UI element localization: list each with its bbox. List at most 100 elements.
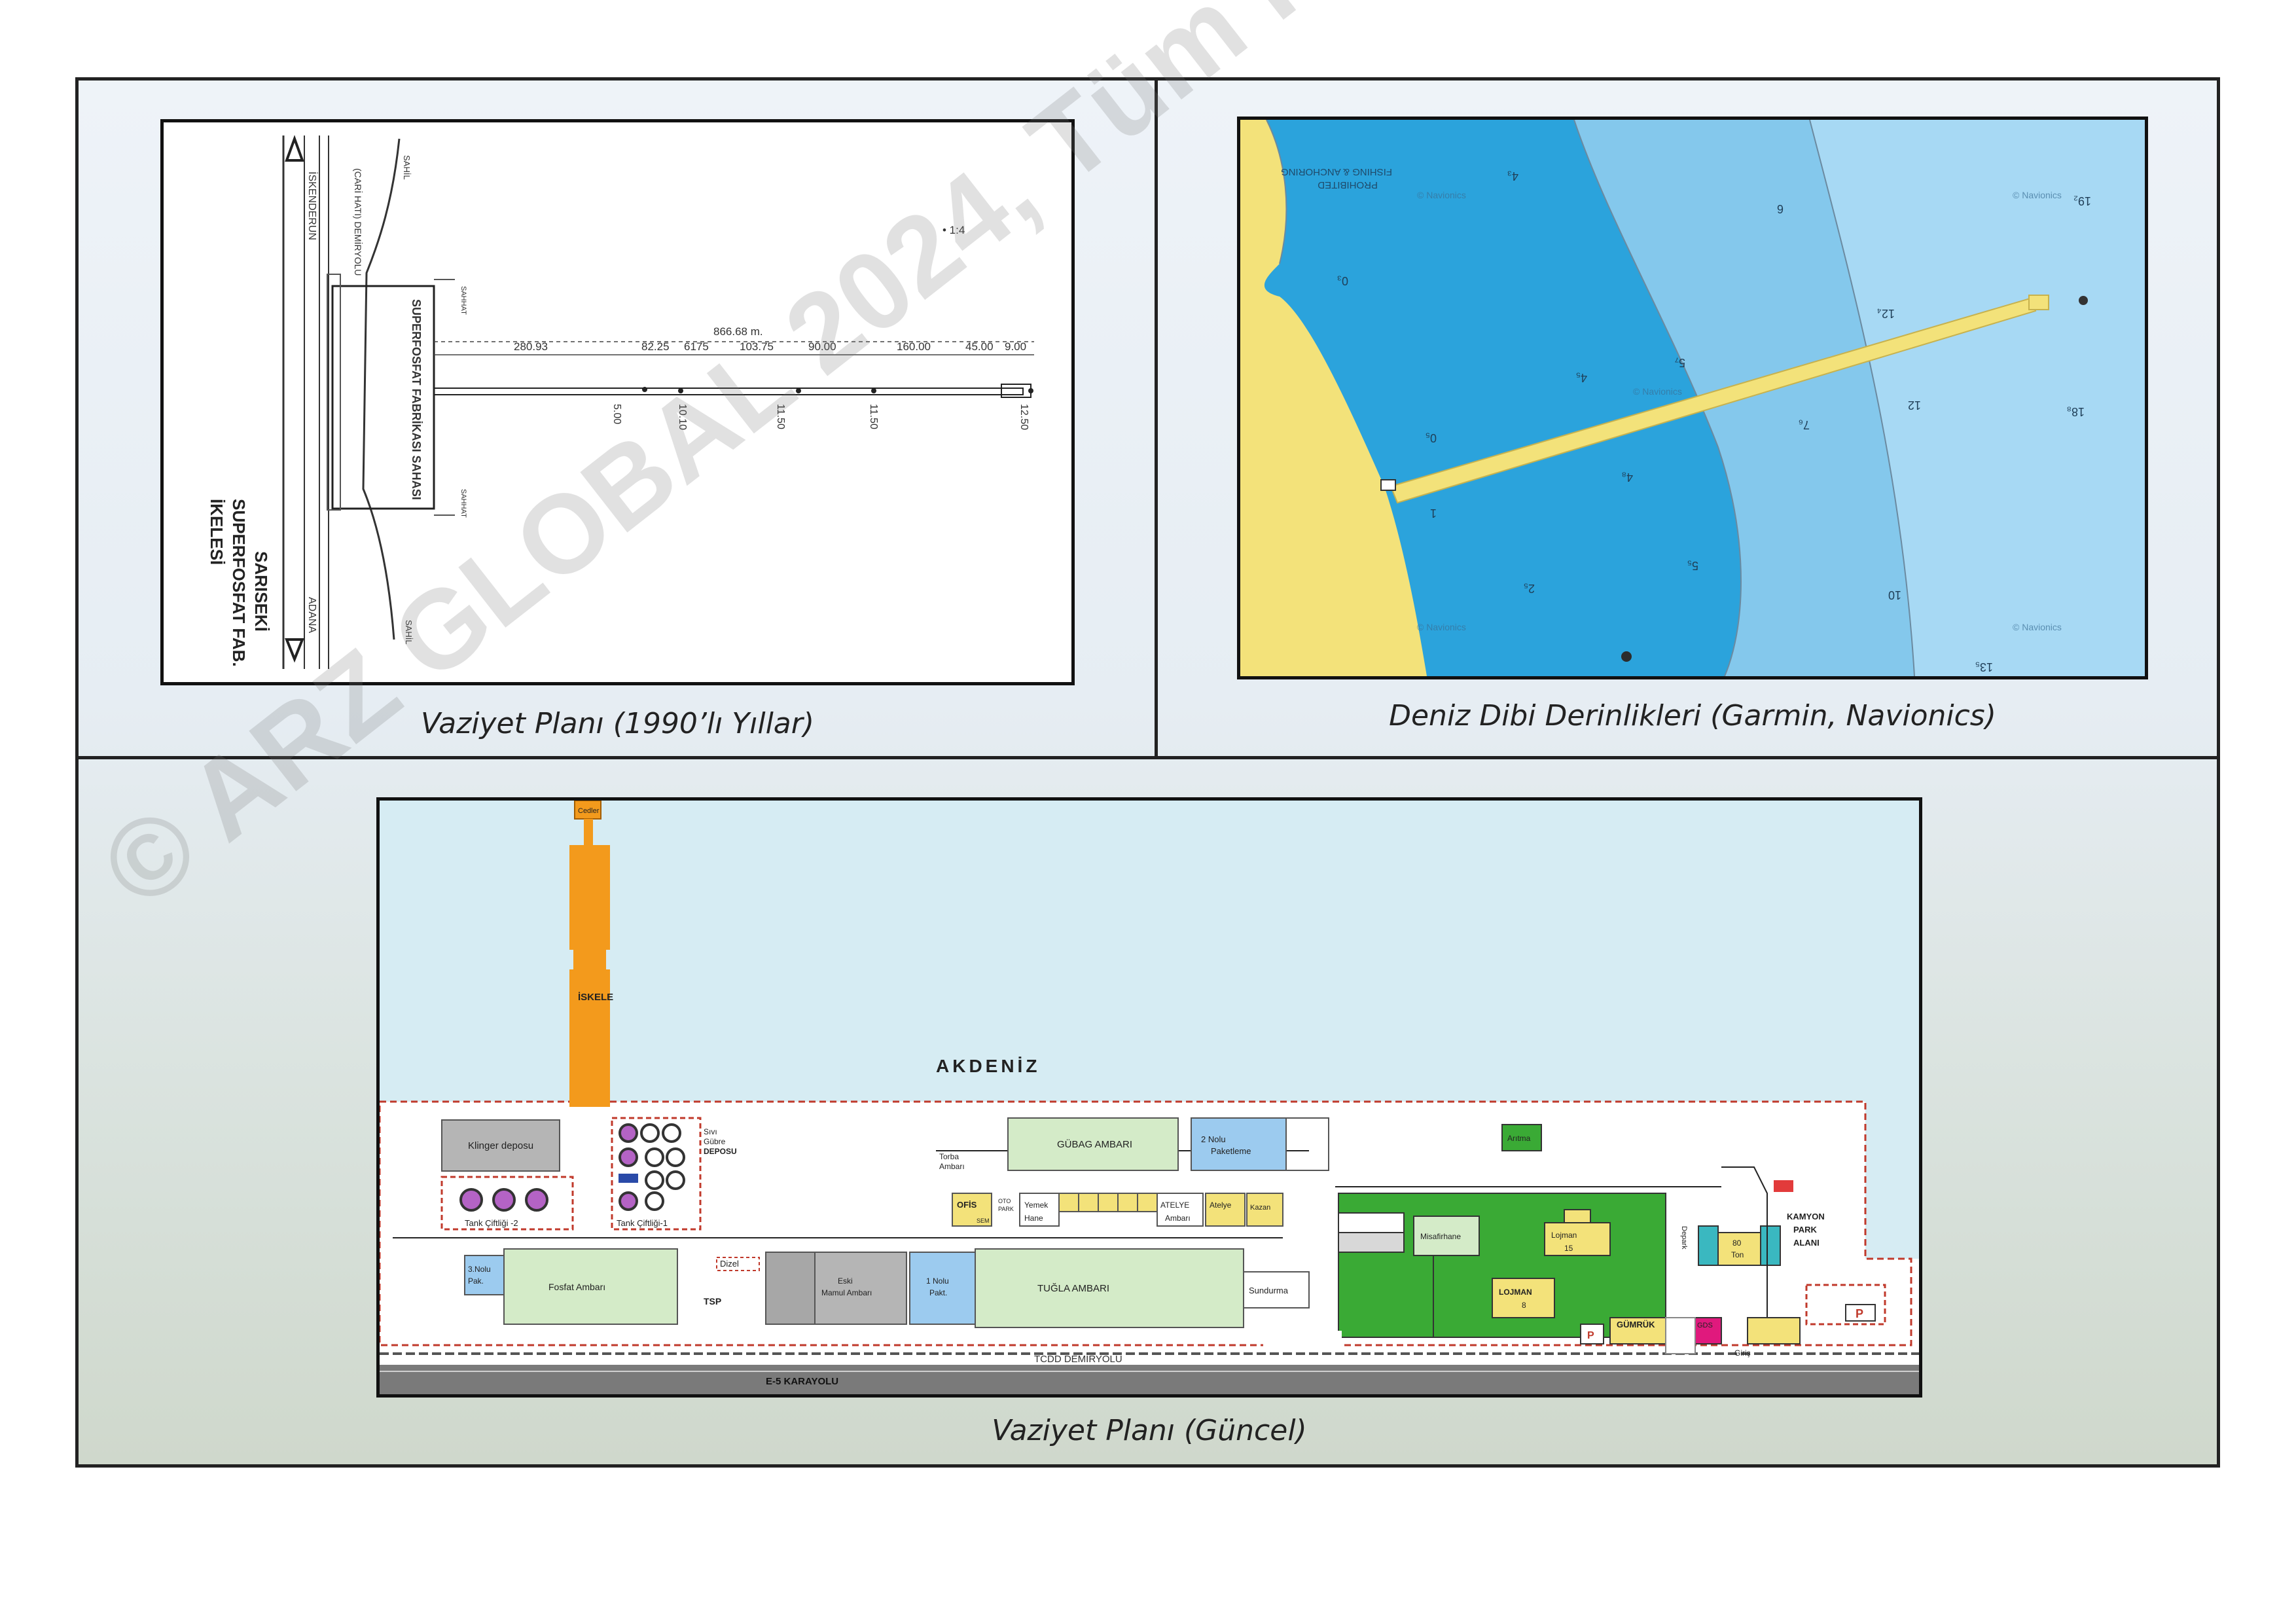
housing-15-label: 15 <box>1564 1244 1573 1253</box>
office-label: OFİS <box>957 1200 977 1210</box>
depth-label: 11.50 <box>775 404 786 429</box>
sahhat-label: SAHHAT <box>459 286 467 315</box>
north-arrow-icon <box>285 135 304 162</box>
packaging-2 <box>1191 1117 1287 1171</box>
office-sub-label: SEM <box>977 1218 990 1224</box>
tank-farm-1 <box>611 1117 702 1231</box>
sounding: 0₃ <box>1337 274 1348 287</box>
packaging-2-label: Paketleme <box>1211 1146 1251 1156</box>
coast-label: SAHİL <box>402 155 412 180</box>
guesthouse <box>1413 1216 1480 1256</box>
office <box>952 1193 992 1227</box>
old-plan-title: SUPERFOSFAT FAB. <box>229 499 249 667</box>
phosphate-warehouse <box>503 1248 678 1325</box>
sounding: 1 <box>1430 507 1437 520</box>
adana-label: ADANA <box>306 597 317 633</box>
treatment-label: Arıtma <box>1507 1134 1531 1143</box>
depth-label: 12.50 <box>1018 404 1030 430</box>
packaging-2-label: 2 Nolu <box>1201 1134 1226 1144</box>
sounding: 12 <box>1908 399 1921 412</box>
navionics-label: © Navionics <box>1633 386 1682 397</box>
ton-label: Ton <box>1731 1250 1744 1259</box>
dim-label: 9.00 <box>1005 340 1026 353</box>
pier-head-label: Cedler <box>578 807 600 815</box>
factory-label: SUPERFOSFAT FABRİKASI SAHASI <box>410 299 423 500</box>
customs-label: GÜMRÜK <box>1617 1320 1655 1329</box>
pier-head-icon <box>2079 296 2088 305</box>
old-plan-title: SARISEKİ <box>251 551 271 632</box>
pier <box>569 845 610 950</box>
tsp-label: TSP <box>704 1296 721 1307</box>
liquid-depot-label: Gübre <box>704 1137 726 1146</box>
workshop <box>1157 1193 1204 1227</box>
dim-label: 90.00 <box>808 340 836 353</box>
sahhat-label: SAHHAT <box>459 489 467 518</box>
railway-label: TCDD DEMİRYOLU <box>1034 1353 1122 1365</box>
depth-chart-panel: FISHING & ANCHORING PROHIBITED 4₃ 6 19₂ … <box>1237 117 2148 679</box>
sounding: 18₈ <box>2067 405 2085 418</box>
sounding: 6 <box>1777 202 1784 215</box>
sounding: 19₂ <box>2073 194 2091 208</box>
navionics-label: © Navionics <box>1417 622 1466 632</box>
tank-farm-2-label: Tank Çiftliği -2 <box>465 1218 518 1228</box>
gubag-warehouse <box>1007 1117 1179 1171</box>
parking-label: P <box>1587 1330 1594 1341</box>
car-park-label: PARK <box>998 1206 1014 1212</box>
sounding: 10 <box>1888 588 1901 602</box>
pier-label: İSKELE <box>578 992 613 1003</box>
packaging-3-label: Pak. <box>468 1276 484 1286</box>
ton-label: 80 <box>1732 1238 1742 1248</box>
flag-icon <box>1774 1180 1793 1192</box>
depth-label: 5.00 <box>611 404 622 424</box>
old-pier <box>433 388 1024 395</box>
packaging-1-label: 1 Nolu <box>926 1276 949 1286</box>
coast-label: SAHİL <box>404 620 414 645</box>
scale-note: • 1:4 <box>942 224 965 236</box>
bag-store-label: Ambarı <box>939 1162 965 1171</box>
highway <box>380 1365 1919 1394</box>
depth-label: 10.10 <box>677 404 688 430</box>
sounding: 4₅ <box>1576 371 1587 384</box>
marina-icon <box>1380 479 1396 491</box>
treatment-plant <box>1501 1124 1542 1151</box>
diesel-label: Dizel <box>720 1259 739 1269</box>
bag-store-label: Torba <box>939 1152 959 1161</box>
total-length-label: 866.68 m. <box>713 325 763 338</box>
truck-park-label: PARK <box>1793 1225 1817 1235</box>
klinger-depot <box>441 1119 560 1172</box>
tank-farm-1-label: Tank Çiftliği-1 <box>617 1218 668 1228</box>
packaging-1-label: Pakt. <box>929 1288 947 1297</box>
car-park-label: OTO <box>998 1198 1011 1204</box>
dining-label: Yemek <box>1024 1200 1049 1210</box>
guesthouse-label: Misafirhane <box>1420 1232 1461 1241</box>
liquid-depot-label: DEPOSU <box>704 1147 737 1156</box>
shed-label: Sundurma <box>1249 1286 1289 1295</box>
depth-label: 11.50 <box>868 404 879 429</box>
frame-divider-horizontal <box>75 756 2220 759</box>
sea-label: AKDENİZ <box>936 1056 1040 1076</box>
caption-depths: Deniz Dibi Derinlikleri (Garmin, Navioni… <box>1389 699 1996 732</box>
dining-label: Hane <box>1024 1214 1043 1223</box>
liquid-depot-label: Sıvı <box>704 1127 717 1136</box>
gds-label: GDS <box>1697 1322 1713 1329</box>
sounding: 13₅ <box>1975 660 1993 674</box>
housing-8 <box>1492 1278 1555 1318</box>
navionics-label: © Navionics <box>2013 622 2062 632</box>
gubag-label: GÜBAG AMBARI <box>1057 1138 1132 1150</box>
truck-park-label: KAMYON <box>1787 1212 1825 1221</box>
parking-label: P <box>1856 1307 1863 1320</box>
prohibited-label: PROHIBITED <box>1318 179 1378 190</box>
caption-plan-current: Vaziyet Planı (Güncel) <box>992 1414 1307 1447</box>
brick-warehouse <box>975 1248 1244 1328</box>
sounding: 5₇ <box>1675 356 1685 369</box>
wreck-icon <box>1621 651 1632 662</box>
entrance-label: Giriş <box>1734 1348 1751 1358</box>
brick-warehouse-label: TUĞLA AMBARI <box>1037 1283 1109 1294</box>
iskenderun-label: İSKENDERUN <box>306 171 319 240</box>
phosphate-label: Fosfat Ambarı <box>548 1282 605 1292</box>
housing-8-label: 8 <box>1522 1301 1526 1310</box>
sounding: 7₆ <box>1799 418 1810 431</box>
factory-area <box>331 285 435 510</box>
old-product-label: Mamul Ambarı <box>821 1288 872 1297</box>
dim-label: 103.75 <box>740 340 774 353</box>
